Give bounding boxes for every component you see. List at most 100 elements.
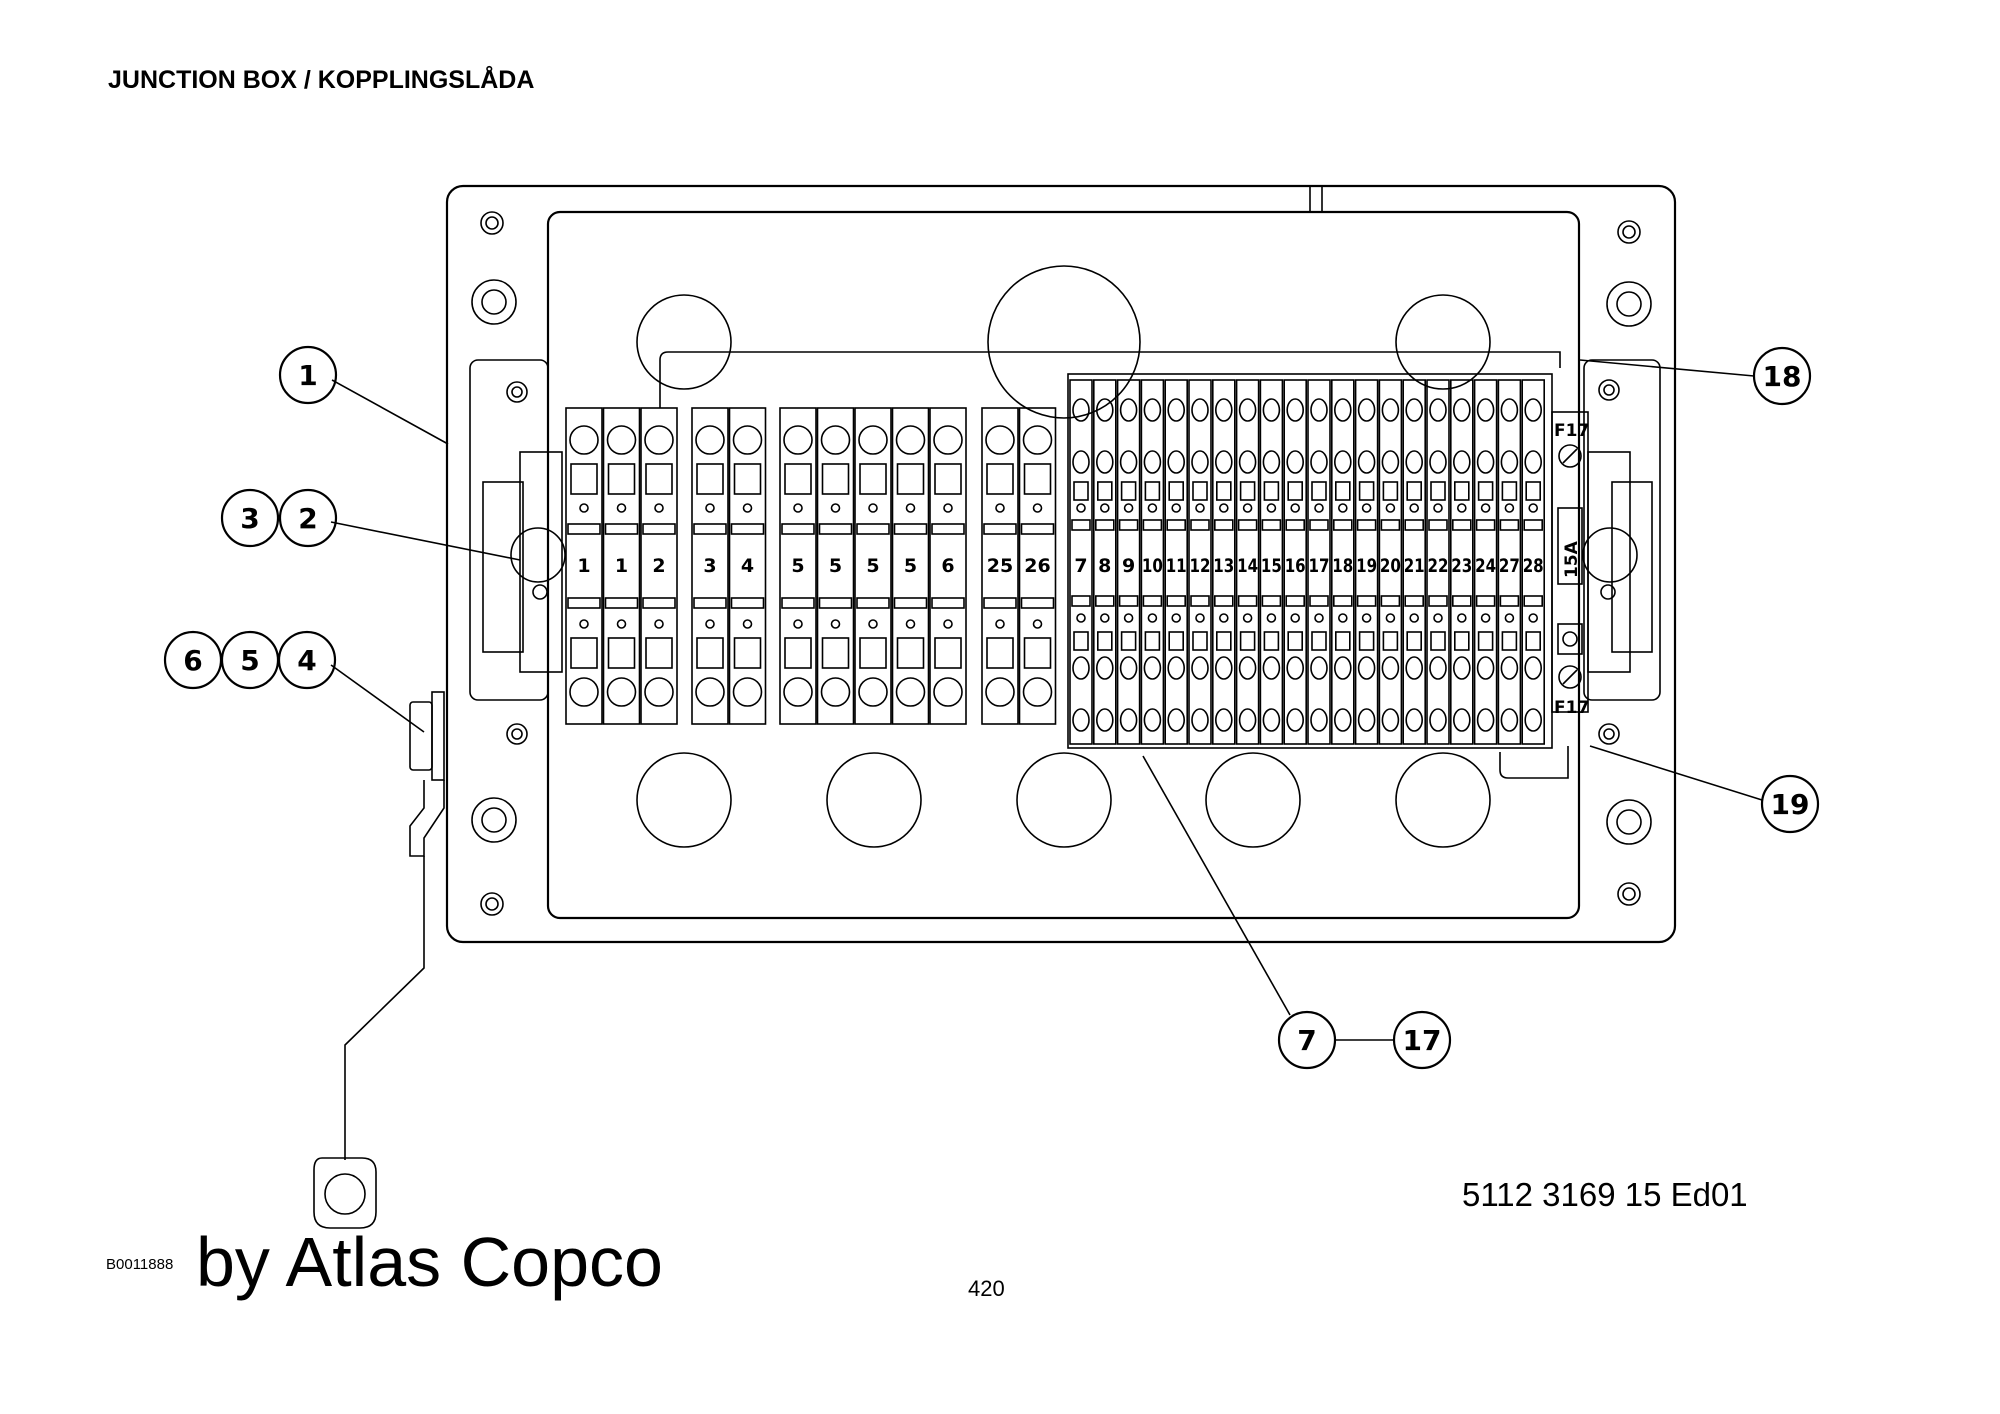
terminal: 4 [728,407,767,725]
cable-entry-holes [636,265,1491,848]
terminal: 17 [1307,379,1331,745]
callout-label-18: 18 [1763,360,1802,393]
terminal: 10 [1140,379,1165,745]
terminal-number: 5 [829,555,842,577]
mounting-holes [471,211,1652,916]
terminal: 28 [1521,379,1545,745]
terminal: 16 [1283,379,1307,745]
leader-lines [330,359,1763,1041]
terminal: 13 [1212,379,1236,745]
callout-18: 18 [1752,346,1812,406]
terminal: 22 [1426,379,1450,745]
callout-6: 6 [163,630,223,690]
terminal: 12 [1188,379,1212,745]
terminal-number: 5 [791,555,804,577]
terminal-number: 17 [1309,555,1330,577]
terminal: 15 [1259,379,1284,745]
callout-3: 3 [220,488,280,548]
terminal-number: 9 [1122,555,1135,577]
terminal: 21 [1402,379,1426,745]
terminal-number: 3 [703,555,716,577]
terminal-number: 7 [1074,555,1087,577]
terminal: 1 [565,407,603,725]
terminal-number: 16 [1285,555,1306,577]
terminal-number: 14 [1237,555,1258,577]
terminal: 20 [1378,379,1403,745]
terminal-number: 18 [1332,555,1353,577]
terminal: 3 [691,407,729,725]
terminal: 18 [1331,379,1355,745]
brand-text: by Atlas Copco [196,1223,663,1301]
terminal-number: 23 [1451,555,1472,577]
terminal: 6 [929,407,967,725]
terminal: 9 [1116,379,1141,745]
terminal: 7 [1069,379,1093,745]
callout-label-17: 17 [1403,1024,1442,1057]
terminal: 14 [1235,379,1260,745]
page-title: JUNCTION BOX / KOPPLINGSLÅDA [108,66,535,94]
callout-19: 19 [1760,774,1820,834]
callout-label-19: 19 [1771,788,1810,821]
terminal: 5 [779,407,817,725]
terminal-number: 27 [1499,555,1520,577]
terminal: 5 [854,407,892,725]
terminal-number: 5 [866,555,879,577]
terminal: 27 [1497,379,1522,745]
fuse-label-top: F17 [1554,421,1589,441]
din-rail-bracket-right [1582,359,1661,701]
callout-5: 5 [220,630,280,690]
enclosure-outer [445,184,1677,944]
part-number: 5112 3169 15 Ed01 [1462,1176,1748,1213]
terminal: 1 [602,407,641,725]
terminal-number: 10 [1142,555,1163,577]
terminal-number: 21 [1404,555,1425,577]
terminal: 25 [981,407,1019,725]
terminal: 5 [891,407,930,725]
terminal: 5 [816,407,855,725]
callout-2: 2 [278,488,338,548]
terminal-number: 8 [1098,555,1111,577]
terminal: 8 [1093,379,1117,745]
earth-strap [313,691,445,1229]
terminal-number: 28 [1523,555,1544,577]
terminal-number: 5 [904,555,917,577]
callout-4: 4 [277,630,337,690]
callout-7: 7 [1277,1010,1337,1070]
callout-label-3: 3 [240,502,259,535]
callout-label-2: 2 [298,502,317,535]
terminal-number: 20 [1380,555,1401,577]
terminal-number: 22 [1428,555,1449,577]
callout-label-5: 5 [240,644,259,677]
callout-label-4: 4 [297,644,316,677]
terminal-number: 24 [1475,555,1496,577]
terminal-number: 12 [1190,555,1211,577]
terminal-number: 26 [1024,555,1050,577]
drawing-id: B0011888 [106,1256,174,1273]
terminal: 11 [1164,379,1188,745]
fuse-label-bottom: F17 [1554,698,1589,718]
callout-17: 17 [1392,1010,1452,1070]
terminal: 19 [1354,379,1379,745]
fuse-rating: 15A [1562,540,1582,578]
fuse-holder-f17: F17 15A F17 [1551,411,1589,718]
terminal-number: 1 [577,555,590,577]
terminal: 2 [640,407,678,725]
terminal-number: 6 [941,555,954,577]
din-rail-bracket-left [469,359,566,701]
callout-1: 1 [278,345,338,405]
callout-label-1: 1 [298,359,317,392]
callout-label-7: 7 [1297,1024,1316,1057]
terminal: 23 [1450,379,1474,745]
terminal: 26 [1018,407,1057,725]
terminal-number: 11 [1166,555,1187,577]
terminal-number: 25 [987,555,1013,577]
terminal-number: 15 [1261,555,1282,577]
terminal-number: 4 [741,555,754,577]
page-number: 420 [968,1276,1005,1301]
terminal: 24 [1473,379,1498,745]
terminal-number: 13 [1213,555,1234,577]
terminal-number: 2 [652,555,665,577]
